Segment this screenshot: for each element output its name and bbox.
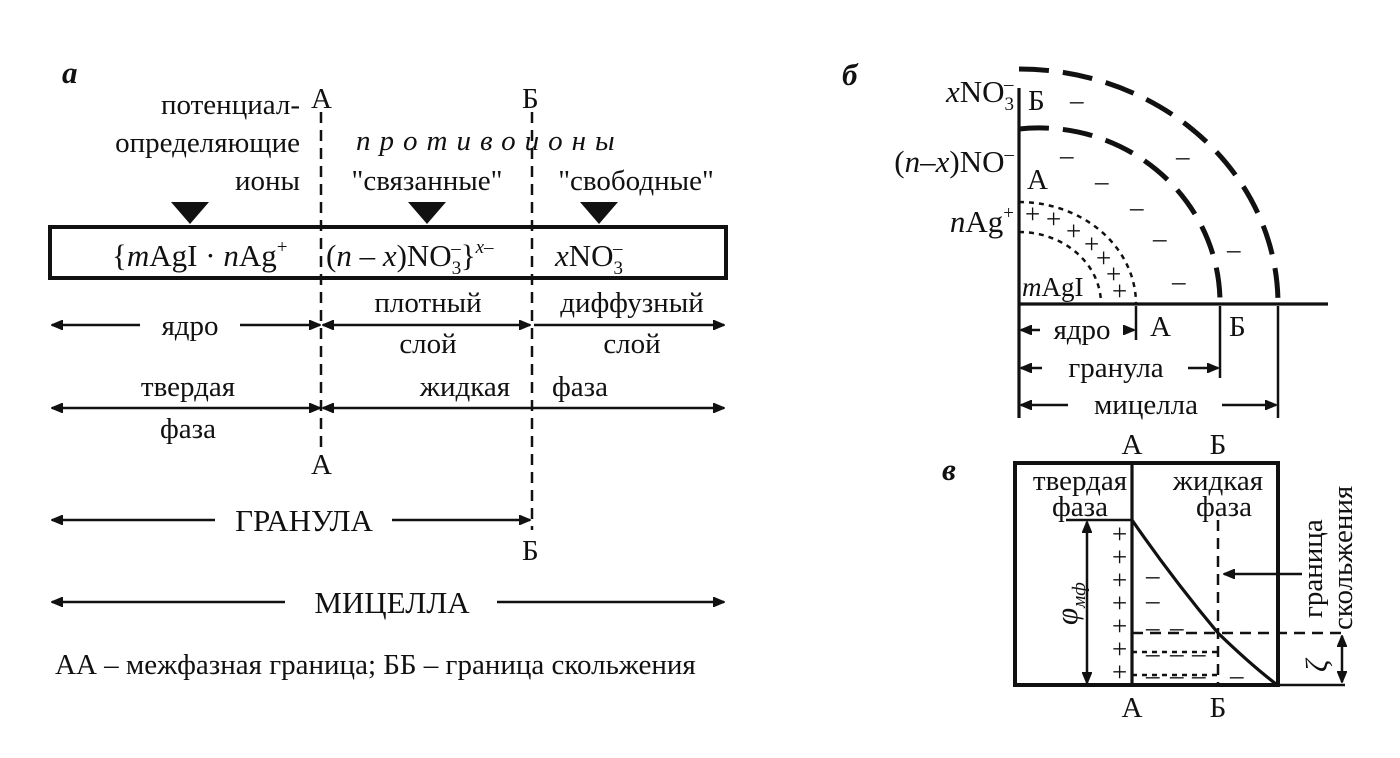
solid-phase-line2: фаза bbox=[160, 413, 216, 445]
c-zeta-label: ζ bbox=[1299, 657, 1334, 672]
arc-potential-ions bbox=[1018, 200, 1138, 305]
panel-a: а А Б потенциал- определяющие ионы проти… bbox=[48, 55, 728, 681]
minus-sign: – bbox=[1171, 266, 1186, 296]
minus-sign: – bbox=[1059, 140, 1074, 170]
panel-b-label: б bbox=[842, 57, 859, 92]
minus-sign: – bbox=[1169, 612, 1184, 642]
panel-c: в А Б твердая фаза жидкая фаза φмф + + +… bbox=[942, 429, 1359, 724]
minus-sign: – bbox=[1152, 223, 1167, 253]
minus-sign: – bbox=[1145, 560, 1160, 590]
plus-sign: + bbox=[1112, 276, 1127, 306]
a-mark-a-bottom: А bbox=[311, 449, 332, 481]
c-mark-b-bottom: Б bbox=[1210, 692, 1227, 724]
c-mark-b-top: Б bbox=[1210, 429, 1227, 461]
minus-sign: – bbox=[1191, 660, 1206, 690]
dense-layer-line2: слой bbox=[399, 328, 456, 360]
diffuse-layer-line1: диффузный bbox=[560, 287, 703, 319]
minus-sign: – bbox=[1175, 141, 1190, 171]
plus-sign: + bbox=[1112, 657, 1127, 687]
bound-pointer-triangle bbox=[408, 202, 446, 224]
c-liquid-line1: жидкая bbox=[1172, 465, 1263, 497]
nxno-label: (n–x)NO– bbox=[894, 144, 1014, 179]
potential-ions-line1: потенциал- bbox=[161, 89, 300, 121]
free-ions-label: "свободные" bbox=[558, 165, 714, 197]
b-mark-a-bottom: А bbox=[1150, 311, 1171, 343]
core-label: ядро bbox=[161, 310, 218, 342]
plus-sign: + bbox=[1084, 229, 1099, 259]
plus-sign: + bbox=[1112, 542, 1127, 572]
b-minus-charges: – – – – – – – – bbox=[1059, 85, 1241, 296]
potential-curve bbox=[1130, 519, 1277, 686]
b-granule-label: гранула bbox=[1068, 352, 1163, 384]
formula-diffuse-layer: xNO3– bbox=[554, 238, 623, 279]
b-core-label: ядро bbox=[1053, 314, 1110, 346]
solid-phase-line1: твердая bbox=[141, 371, 235, 403]
minus-sign: – bbox=[1094, 166, 1109, 196]
bound-ions-label: "связанные" bbox=[352, 165, 503, 197]
formula-dense-layer: (n – x)NO3–}x– bbox=[326, 237, 494, 279]
arc-granule-slip-boundary bbox=[1018, 125, 1223, 305]
panel-c-label: в bbox=[942, 452, 956, 487]
minus-sign: – bbox=[1226, 234, 1241, 264]
b-micelle-label: мицелла bbox=[1094, 389, 1198, 421]
formula-box bbox=[48, 225, 728, 280]
plus-sign: + bbox=[1112, 588, 1127, 618]
a-mark-b-top: Б bbox=[522, 83, 539, 115]
arc-micelle-boundary bbox=[1018, 66, 1281, 305]
dense-layer-line1: плотный bbox=[374, 287, 481, 319]
arc-core bbox=[1018, 230, 1103, 305]
free-pointer-triangle bbox=[580, 202, 618, 224]
c-mark-a-bottom: А bbox=[1122, 692, 1143, 724]
magi-label: mAgI bbox=[1022, 272, 1084, 302]
b-mark-a-arc: А bbox=[1027, 164, 1048, 196]
a-mark-a-top: А bbox=[311, 83, 332, 115]
micelle-label: МИЦЕЛЛА bbox=[314, 585, 470, 620]
c-slip-line1: граница bbox=[1297, 519, 1329, 618]
c-liquid-line2: фаза bbox=[1196, 491, 1252, 523]
b-plus-charges: + + + + + + + bbox=[1025, 199, 1127, 306]
counter-ions-label: противоионы bbox=[356, 125, 624, 157]
diffuse-layer-line2: слой bbox=[603, 328, 660, 360]
plus-sign: + bbox=[1025, 199, 1040, 229]
c-minus-charges: – – – – – – – – – – – bbox=[1145, 560, 1244, 690]
plus-sign: + bbox=[1106, 259, 1121, 289]
plus-sign: + bbox=[1096, 243, 1111, 273]
panel-a-label: а bbox=[62, 55, 78, 90]
c-solid-line2: фаза bbox=[1052, 491, 1108, 523]
minus-sign: – bbox=[1129, 192, 1144, 222]
plus-sign: + bbox=[1112, 565, 1127, 595]
formula-core: {mAgI · nAg+ bbox=[112, 237, 287, 273]
minus-sign: – bbox=[1069, 85, 1084, 115]
b-mark-b-arc: Б bbox=[1028, 85, 1045, 117]
plus-sign: + bbox=[1112, 519, 1127, 549]
c-mark-a-top: А bbox=[1122, 429, 1143, 461]
minus-sign: – bbox=[1229, 660, 1244, 690]
plus-sign: + bbox=[1046, 204, 1061, 234]
plus-sign: + bbox=[1112, 611, 1127, 641]
phase-label: фаза bbox=[552, 371, 608, 403]
plus-sign: + bbox=[1066, 216, 1081, 246]
a-mark-b-bottom: Б bbox=[522, 535, 539, 567]
core-pointer-triangle bbox=[171, 202, 209, 224]
c-slip-line2: скольжения bbox=[1327, 486, 1359, 630]
potential-ions-line2: определяющие bbox=[115, 127, 300, 159]
nag-label: nAg+ bbox=[950, 203, 1014, 239]
b-mark-b-bottom: Б bbox=[1229, 311, 1246, 343]
panel-b: б xNO3– (n–x)NO– nAg+ mAgI А Б + + + + +… bbox=[842, 57, 1328, 421]
boundaries-caption: АА – межфазная граница; ББ – граница ско… bbox=[55, 649, 696, 681]
c-plus-charges: + + + + + + + bbox=[1112, 519, 1127, 687]
minus-sign: – bbox=[1191, 638, 1206, 668]
liquid-phase-label: жидкая bbox=[419, 371, 510, 403]
c-phi-label: φмф bbox=[1049, 582, 1090, 625]
minus-sign: – bbox=[1145, 612, 1160, 642]
plus-sign: + bbox=[1112, 634, 1127, 664]
potential-ions-line3: ионы bbox=[235, 165, 300, 197]
xno3-label: xNO3– bbox=[945, 74, 1014, 115]
c-solid-line1: твердая bbox=[1033, 465, 1127, 497]
minus-sign: – bbox=[1145, 585, 1160, 615]
granule-label: ГРАНУЛА bbox=[235, 503, 373, 538]
